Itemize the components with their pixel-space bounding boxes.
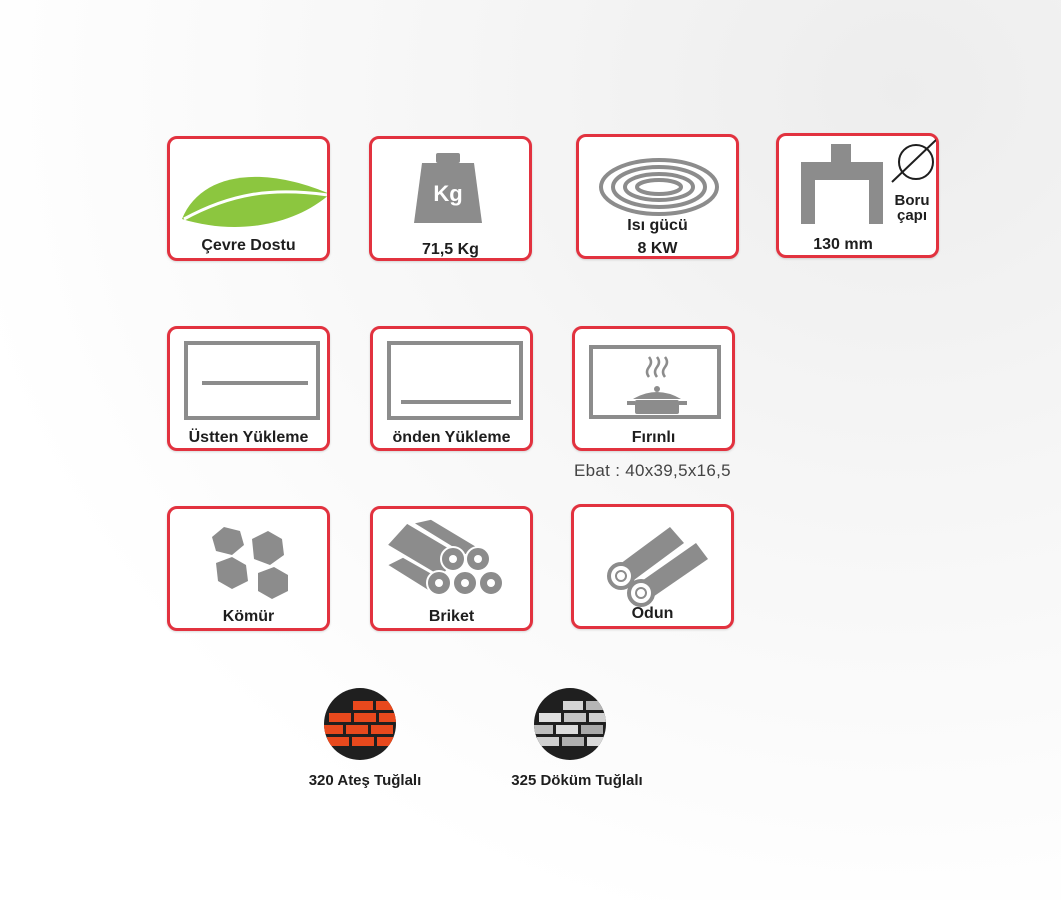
top-loading-card: Üstten Yükleme [167,326,330,451]
cast-brick-label: 325 Döküm Tuğlalı [511,772,643,789]
front-loading-icon [387,341,523,420]
heat-label: Isı gücü [627,217,688,234]
coal-icon [212,527,288,599]
heat-coil-icon [599,158,719,216]
weight-card: Kg 71,5 Kg [369,136,532,261]
top-loading-icon [184,341,320,420]
briquette-card: Briket [370,506,533,631]
coal-label: Kömür [222,608,275,625]
weight-icon: Kg [414,153,482,223]
front-loading-card: önden Yükleme [370,326,533,451]
weight-label: 71,5 Kg [422,241,479,258]
fire-brick-label: 320 Ateş Tuğlalı [308,772,422,789]
diameter-icon [891,139,936,183]
briquette-label: Briket [428,608,475,625]
leaf-icon [182,176,327,227]
oven-dimensions: Ebat : 40x39,5x16,5 [574,461,731,480]
fire-brick-icon [324,688,396,760]
heat-power-card: Isı gücü 8 KW [576,134,739,259]
briquette-icon [385,518,504,596]
cast-brick-icon [534,688,606,760]
eco-label: Çevre Dostu [201,237,296,254]
top-loading-label: Üstten Yükleme [188,429,309,446]
pipe-label-line2: çapı [896,207,927,224]
pipe-label-line1: Boru [894,192,930,209]
pipe-icon [801,144,883,224]
front-loading-label: önden Yükleme [392,429,511,446]
wood-label: Odun [631,605,674,622]
heat-value: 8 KW [637,240,678,257]
oven-card: Fırınlı [572,326,735,451]
pipe-diameter-card: Boru çapı 130 mm [776,133,939,258]
wood-logs-icon [607,527,708,607]
eco-friendly-card: Çevre Dostu [167,136,330,261]
coal-card: Kömür [167,506,330,631]
oven-pot-icon [589,345,721,419]
oven-label: Fırınlı [631,429,676,446]
wood-card: Odun [571,504,734,629]
weight-icon-text: Kg [433,181,462,206]
pipe-value: 130 mm [813,236,873,253]
